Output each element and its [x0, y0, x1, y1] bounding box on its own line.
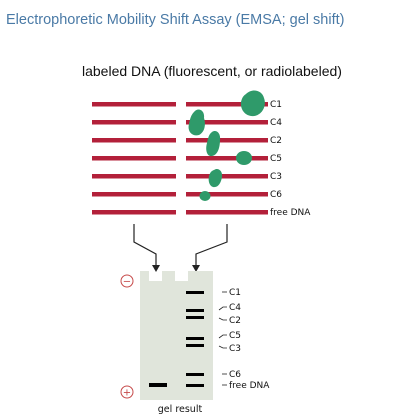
dna-label-c4: C4: [270, 118, 282, 128]
right-arrow-head: [192, 265, 200, 272]
left-loading-arrow: [133, 224, 157, 266]
gel-band-c6: [186, 373, 204, 376]
leader-c3: [218, 345, 227, 349]
positive-electrode: [120, 385, 134, 399]
gel: − +: [120, 271, 213, 400]
dna-label-c2: C2: [270, 136, 282, 146]
protein-blob: [206, 130, 221, 157]
gel-band-c1: [186, 291, 204, 294]
left-arrow-head: [152, 265, 160, 272]
gel-label-c4: C4: [229, 303, 241, 313]
dna-label-c1: C1: [270, 100, 282, 110]
negative-symbol: −: [123, 277, 131, 288]
protein-blob: [240, 90, 265, 117]
dna-strand: [186, 174, 268, 179]
dna-label-c3: C3: [270, 172, 282, 182]
dna-label-c6: C6: [270, 190, 282, 200]
gel-band-c2: [186, 316, 204, 319]
gel-label-c3: C3: [229, 344, 241, 354]
gel-slab: [140, 271, 213, 400]
gel-band-c4: [186, 309, 204, 312]
leader-c5: [218, 334, 227, 339]
figure-subtitle: labeled DNA (fluorescent, or radiolabele…: [82, 63, 342, 79]
protein-blob: [236, 151, 252, 165]
dna-strand: [92, 192, 176, 197]
gel-band-c3: [186, 344, 204, 347]
dna-strand: [186, 192, 268, 197]
dna-strand: [92, 138, 176, 143]
figure-title: Electrophoretic Mobility Shift Assay (EM…: [6, 12, 345, 28]
gel-label-c5: C5: [229, 331, 241, 341]
dna-label-c5: C5: [270, 154, 282, 164]
dna-labels: C1 C4 C2 C5 C3 C6 free DNA: [270, 100, 311, 218]
dna-strand: [92, 210, 176, 215]
gel-label-c6: C6: [229, 370, 241, 380]
dna-strand: [186, 156, 268, 161]
bound-proteins: [188, 90, 265, 201]
gel-band-free-dna: [186, 384, 204, 387]
dna-strand: [92, 156, 176, 161]
dna-strand: [186, 120, 268, 125]
loading-arrows: [133, 224, 228, 272]
leader-c4: [218, 306, 227, 311]
dna-strand: [92, 102, 176, 107]
right-dna-strands: [186, 102, 268, 215]
gel-label-c1: C1: [229, 288, 241, 298]
gel-band-labels: C1 C4 C2 C5 C3 C6 free DNA: [218, 288, 270, 391]
protein-blob: [208, 168, 223, 188]
gel-band-c5: [186, 337, 204, 340]
negative-electrode: [120, 274, 134, 288]
dna-label-free-dna: free DNA: [270, 208, 311, 218]
dna-strand: [186, 102, 268, 107]
right-loading-arrow: [195, 224, 228, 266]
protein-blob: [188, 109, 205, 136]
left-dna-strands: [92, 102, 176, 215]
gel-label-c2: C2: [229, 316, 241, 326]
positive-symbol: +: [123, 388, 131, 399]
dna-strand: [92, 174, 176, 179]
dna-strand: [186, 138, 268, 143]
dna-strand: [92, 120, 176, 125]
gel-band-free-dna-left: [149, 383, 167, 387]
protein-blob: [199, 191, 211, 201]
gel-caption: gel result: [158, 404, 203, 415]
dna-strand: [186, 210, 268, 215]
gel-label-free-dna: free DNA: [229, 381, 270, 391]
leader-c2: [218, 317, 227, 321]
